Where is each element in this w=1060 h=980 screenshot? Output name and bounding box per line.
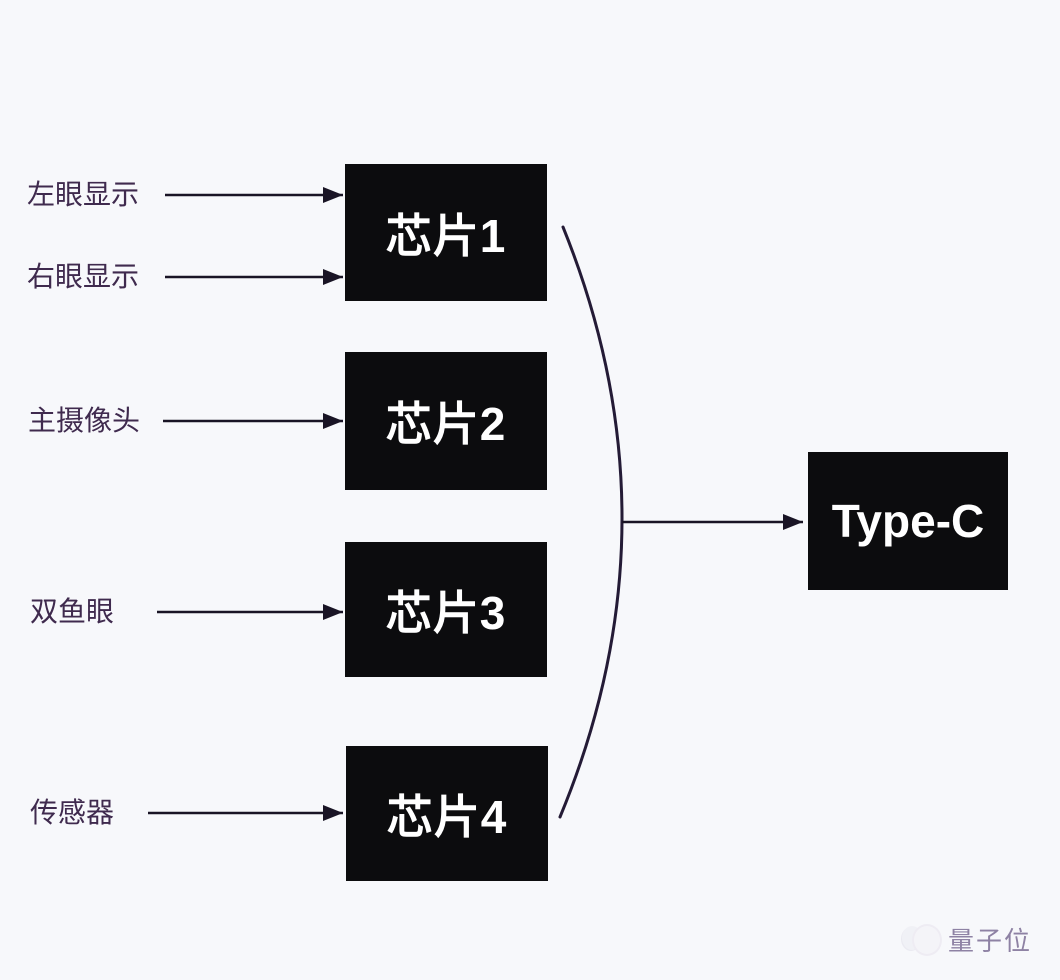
input-label-right-eye-display: 右眼显示 [27, 261, 140, 292]
chip3-box: 芯片3 [345, 542, 547, 677]
typec-box: Type-C [808, 452, 1008, 590]
chip4-label: 芯片4 [386, 790, 508, 843]
chip3-label: 芯片3 [385, 586, 507, 639]
qbitai-logo-icon [900, 920, 942, 958]
chip4-box: 芯片4 [346, 746, 548, 881]
brace-curve [558, 225, 624, 819]
watermark-text: 量子位 [947, 925, 1032, 956]
chip2-label: 芯片2 [385, 398, 507, 450]
input-label-main-camera: 主摄像头 [28, 405, 141, 436]
input-label-dual-fisheye: 双鱼眼 [30, 596, 115, 627]
input-label-left-eye-display: 左眼显示 [27, 179, 140, 210]
watermark: 量子位 [900, 920, 1032, 958]
chip1-label: 芯片1 [385, 209, 507, 262]
input-label-sensor: 传感器 [30, 797, 115, 828]
chip1-box: 芯片1 [345, 164, 547, 301]
typec-label: Type-C [831, 495, 985, 547]
chip2-box: 芯片2 [345, 352, 547, 490]
